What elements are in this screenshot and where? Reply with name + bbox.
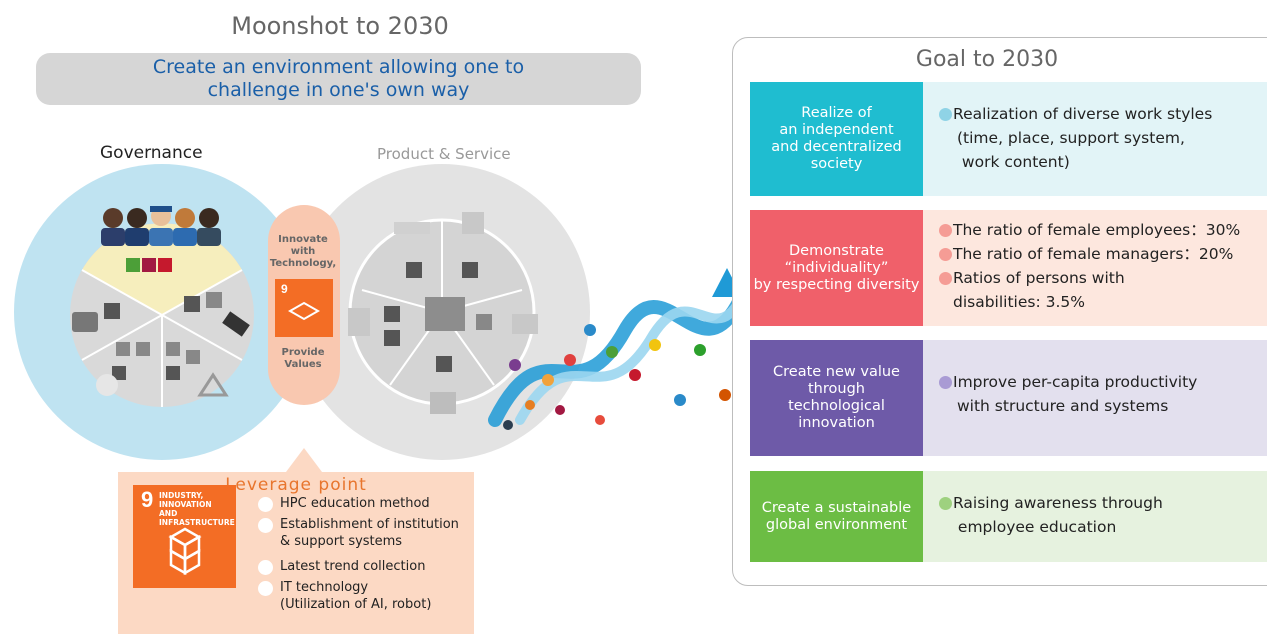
leverage-item-text: Latest trend collection <box>280 559 426 574</box>
sdg9-small-tile <box>275 279 333 337</box>
product-service-label: Product & Service <box>377 145 511 163</box>
goal-item: Improve per-capita productivity <box>937 370 1267 394</box>
goal-title: Goal to 2030 <box>915 47 1059 72</box>
office-icon <box>348 308 370 336</box>
cubes-icon <box>168 527 202 576</box>
goal-item-cont: work content) <box>957 153 1070 171</box>
bullet-dot <box>939 224 952 237</box>
goal-label-line: “individuality” <box>784 259 889 276</box>
innovate-line-1: Innovate <box>278 234 328 245</box>
bullet-dot <box>258 560 273 575</box>
goal-item: Realization of diverse work styles <box>937 102 1267 126</box>
bullet-dot <box>258 518 273 533</box>
innovate-text: Innovate with Technology, <box>268 234 338 270</box>
goal-row-content: Raising awareness through employee educa… <box>923 471 1267 562</box>
goal-row-label: Demonstrate “individuality” by respectin… <box>750 210 923 326</box>
goal-item: The ratio of female managers：20% <box>937 242 1267 266</box>
sdg9-caption-line-1: INDUSTRY, INNOVATION <box>159 491 212 509</box>
infinity-diagram: 9 <box>14 164 740 472</box>
goal-row-label: Create new value through technological i… <box>750 340 923 456</box>
sdg-tiles-governance <box>104 258 222 380</box>
building-icon <box>462 212 484 234</box>
goal-item-cont: disabilities: 3.5% <box>953 293 1085 311</box>
goal-row-label: Create a sustainable global environment <box>750 471 923 562</box>
recycle-icon <box>197 372 229 397</box>
goal-item: Ratios of persons with <box>937 266 1267 290</box>
leverage-pointer <box>286 448 322 472</box>
innovate-line-2: with <box>290 246 316 257</box>
bullet-dot <box>939 108 952 121</box>
goal-label-line: Demonstrate <box>789 242 884 259</box>
goal-item: Raising awareness through <box>937 491 1267 515</box>
goal-row-content: The ratio of female employees：30% The ra… <box>923 210 1267 326</box>
provide-line-2: Values <box>284 359 322 370</box>
certificate-icon <box>72 312 98 332</box>
moonshot-banner: Create an environment allowing one to ch… <box>36 53 641 105</box>
sdg9-caption-line-2: AND INFRASTRUCTURE <box>159 509 235 527</box>
goal-label-line: global environment <box>765 516 908 533</box>
leverage-item-text: IT technology <box>280 580 369 595</box>
innovate-line-3: Technology, <box>269 258 337 269</box>
banner-line-2: challenge in one's own way <box>207 79 470 101</box>
leverage-item-text: HPC education method <box>280 496 430 511</box>
leverage-item-text-2: (Utilization of AI, robot) <box>280 597 432 612</box>
leverage-item-text-2: & support systems <box>280 534 403 549</box>
goal-label-line: Create new value through <box>773 364 900 397</box>
helix-graphic <box>488 268 740 430</box>
handshake-icon <box>222 311 250 337</box>
goal-label-line: Realize of <box>801 105 872 121</box>
moonshot-title: Moonshot to 2030 <box>231 12 449 40</box>
goal-label-line: Create a sustainable <box>761 499 912 516</box>
goal-item-cont: (time, place, support system, <box>957 129 1185 147</box>
sdg9-caption: INDUSTRY, INNOVATION AND INFRASTRUCTURE <box>159 491 236 527</box>
goal-row-content: Improve per-capita productivity with str… <box>923 340 1267 456</box>
goal-row-content: Realization of diverse work styles (time… <box>923 82 1267 196</box>
provide-values-text: Provide Values <box>268 347 338 371</box>
goal-row-label: Realize of an independent and decentrali… <box>750 82 923 196</box>
goal-label-line: an independent <box>779 122 894 138</box>
sdg11-tile <box>425 297 465 331</box>
leverage-item: HPC education method <box>258 495 459 512</box>
house-icon <box>512 314 538 334</box>
goal-item-cont: employee education <box>953 518 1117 536</box>
bullet-dot <box>939 376 952 389</box>
governance-label: Governance <box>100 143 203 163</box>
factory-icon <box>394 222 430 234</box>
globe-icon <box>96 374 118 396</box>
goal-label-line: by respecting diversity <box>753 276 920 293</box>
leverage-item: IT technology (Utilization of AI, robot) <box>258 579 459 613</box>
banner-line-1: Create an environment allowing one to <box>152 56 525 78</box>
leverage-item: Establishment of institution & support s… <box>258 516 459 550</box>
goal-label-line: technological innovation <box>788 398 885 431</box>
people-icon <box>101 206 221 246</box>
bank-icon <box>430 392 456 414</box>
goal-label-line: and decentralized society <box>771 139 902 172</box>
bullet-dot <box>258 581 273 596</box>
provide-line-1: Provide <box>281 347 325 358</box>
leverage-title: Leverage point <box>225 475 367 495</box>
goal-item: The ratio of female employees：30% <box>937 218 1267 242</box>
leverage-list: HPC education method Establishment of in… <box>258 495 459 613</box>
bullet-dot <box>939 272 952 285</box>
bullet-dot <box>939 248 952 261</box>
leverage-item: Latest trend collection <box>258 558 459 575</box>
goal-item-cont: with structure and systems <box>957 397 1169 415</box>
sdg9-number: 9 <box>141 487 154 512</box>
bullet-dot <box>939 497 952 510</box>
sdg9-large-tile: 9 INDUSTRY, INNOVATION AND INFRASTRUCTUR… <box>133 485 236 588</box>
svg-text:9: 9 <box>281 282 288 296</box>
leverage-item-text: Establishment of institution <box>280 517 459 532</box>
sdg-tiles-product <box>384 262 492 372</box>
bullet-dot <box>258 497 273 512</box>
